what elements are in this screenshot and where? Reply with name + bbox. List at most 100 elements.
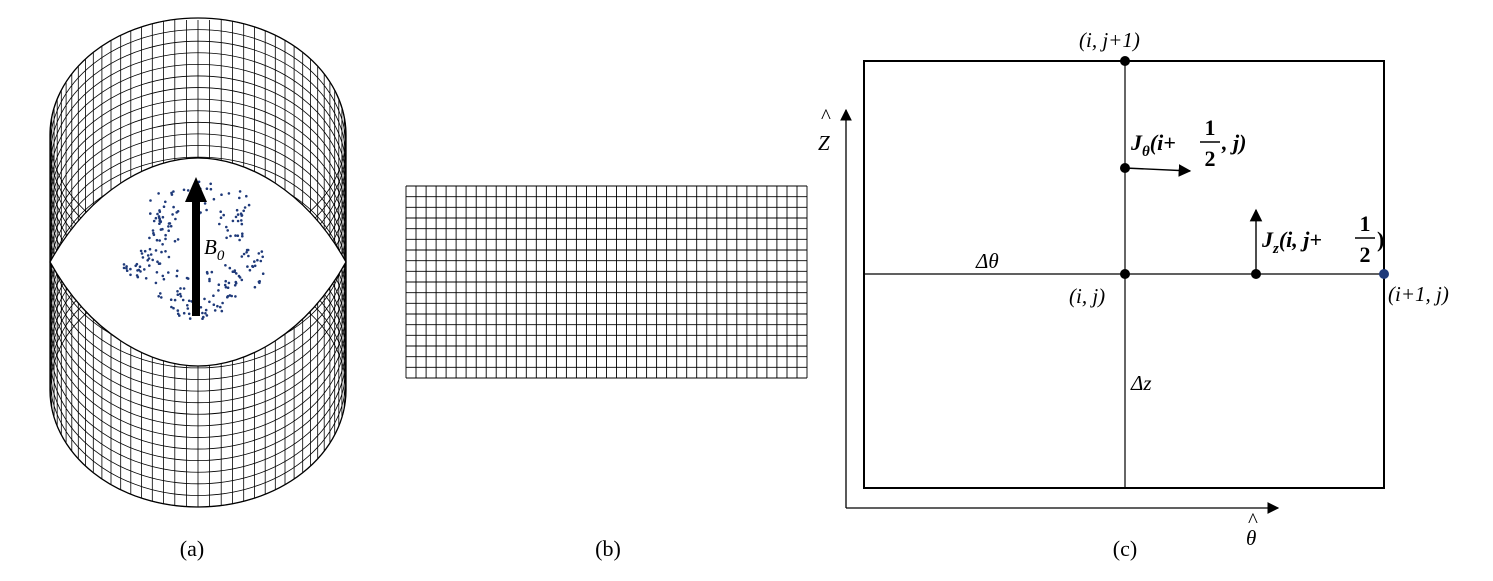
particle-dot [205, 314, 209, 317]
particle-dot [139, 249, 143, 253]
particle-dot [219, 305, 222, 309]
j-theta-arrow [1124, 164, 1192, 177]
particle-dot [161, 243, 164, 246]
particle-dot [236, 213, 240, 216]
particle-dot [229, 234, 232, 238]
z-axis-hat: ^ [821, 104, 831, 128]
particle-dot [136, 269, 139, 272]
particle-dot [164, 250, 167, 253]
node-center-label: (i, j) [1069, 284, 1105, 308]
particle-dot [152, 219, 156, 223]
particle-dot [185, 276, 189, 280]
particle-dot [139, 270, 142, 273]
svg-text:2: 2 [1205, 146, 1216, 171]
particle-dot [167, 225, 170, 228]
panel-b-unrolled-mesh: (b) [405, 185, 808, 561]
svg-text:, j): , j) [1221, 130, 1246, 155]
svg-text:Jθ(i+: Jθ(i+ [1130, 130, 1176, 160]
particle-dot [235, 272, 238, 275]
svg-text:2: 2 [1360, 242, 1371, 267]
cylinder-ring [49, 378, 347, 496]
svg-text:): ) [1377, 227, 1384, 252]
particle-dot [125, 269, 129, 273]
cylinder-ring [49, 98, 347, 217]
particle-dot [172, 190, 175, 193]
particle-dot [251, 264, 254, 268]
particle-dot [141, 256, 145, 259]
particle-dot [164, 237, 167, 241]
particle-dot [158, 222, 161, 225]
particle-dot [188, 317, 192, 320]
cylinder-ring [49, 297, 347, 415]
particle-dot [144, 277, 148, 280]
particle-dot [203, 202, 207, 205]
particle-dot [228, 266, 232, 270]
cylinder-ring [49, 308, 347, 427]
particle-dot [245, 251, 248, 254]
particle-dot [136, 275, 140, 279]
particle-dot [241, 232, 244, 235]
field-arrow-head [185, 177, 207, 202]
particle-dot [219, 210, 222, 213]
z-axis-label: Z [818, 131, 830, 155]
svg-text:Jz(i, j+: Jz(i, j+ [1261, 227, 1322, 257]
cylinder-ring [49, 29, 347, 147]
particle-dot [225, 236, 228, 240]
delta-z-label: Δz [1130, 371, 1152, 395]
cylinder-ring [49, 63, 347, 182]
particle-dot [238, 238, 241, 242]
cylinder-ring [49, 320, 347, 438]
particle-dot [173, 298, 177, 302]
particle-dot [174, 217, 177, 221]
particle-dot [187, 312, 191, 316]
particle-dot [233, 284, 237, 287]
particle-dot [261, 272, 265, 276]
particle-dot [171, 213, 174, 216]
particle-dot [197, 180, 201, 184]
particle-dot [219, 216, 223, 219]
particle-dot [224, 279, 227, 283]
particle-dot [176, 269, 179, 273]
particle-dot [240, 278, 244, 282]
particle-dot [217, 283, 221, 287]
particle-dot [261, 255, 265, 259]
svg-text:1: 1 [1360, 211, 1371, 236]
node-right-label: (i+1, j) [1388, 282, 1449, 306]
particle-dot [148, 236, 151, 240]
particle-dot [238, 276, 242, 279]
particle-dot [206, 272, 209, 275]
particle-dot [158, 217, 162, 221]
particle-dot [162, 277, 166, 281]
particle-dot [169, 298, 173, 302]
particle-dot [182, 188, 186, 192]
cylinder-ring [49, 121, 347, 240]
particle-dot [147, 257, 151, 260]
particle-dot [221, 301, 224, 305]
particle-dot [129, 267, 132, 271]
particle-dot [208, 277, 211, 281]
panel-a-cylinder: B0 (a) [49, 17, 347, 561]
particle-dot [209, 182, 212, 186]
particle-dot [164, 200, 167, 204]
particle-dot [178, 292, 182, 296]
particle-dot [159, 228, 163, 231]
particle-dot [212, 303, 216, 307]
particle-dot [227, 192, 231, 195]
particle-dot [170, 191, 173, 195]
particle-dot [176, 290, 179, 293]
theta-axis-hat: ^ [1248, 508, 1258, 532]
particle-dot [176, 238, 180, 241]
particle-dot [247, 254, 250, 258]
particle-dot [204, 312, 207, 315]
particle-dot [146, 254, 150, 257]
particle-dot [125, 265, 128, 268]
particle-dot [224, 264, 227, 267]
flat-grid [405, 185, 808, 379]
particle-dot [242, 209, 245, 213]
particle-dot [154, 281, 158, 285]
particle-dot [201, 311, 204, 315]
particle-dot [135, 262, 139, 266]
particle-dot [224, 285, 228, 289]
particle-dot [201, 317, 204, 321]
